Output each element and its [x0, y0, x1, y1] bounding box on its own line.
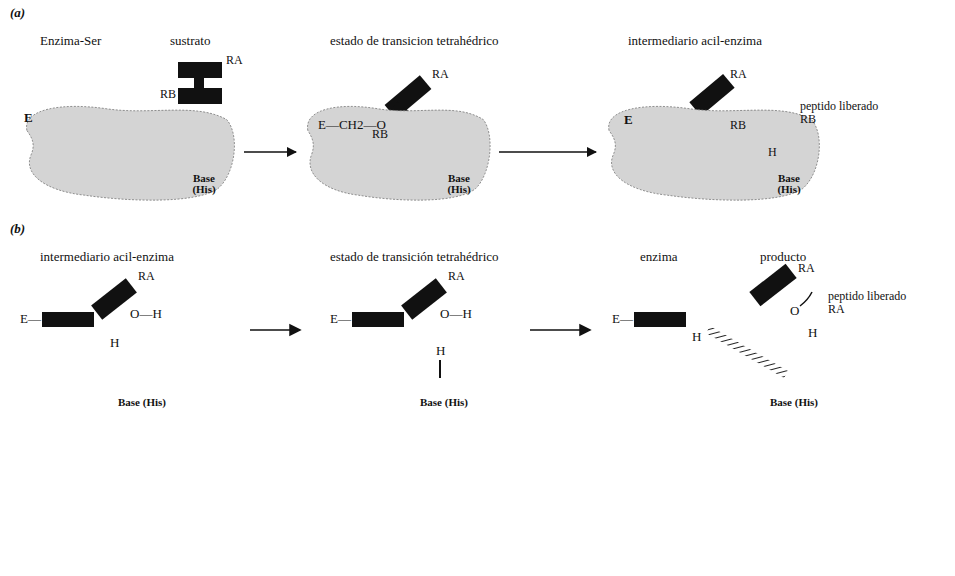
diagram-label: E— [612, 312, 633, 326]
diagram-label: O—H [440, 307, 472, 321]
diagram-label: RA [730, 68, 747, 81]
substrate [178, 62, 222, 104]
diagram-label: H [768, 146, 777, 159]
diagram-label: H [436, 344, 445, 358]
diagram-label: E [624, 113, 633, 127]
diagram-label: RA [432, 68, 449, 81]
diagram-label: RB [160, 88, 176, 101]
reaction-arrow [244, 151, 296, 153]
diagram-label: H [110, 336, 119, 350]
diagram-label: O—H [130, 307, 162, 321]
diagram-label: intermediario acil-enzima [628, 34, 762, 48]
acyl-enzyme [42, 278, 137, 327]
enzyme-blob: Base (His) [300, 98, 495, 206]
diagram-label: E— [20, 312, 41, 326]
diagram-label: (b) [10, 222, 25, 236]
reaction-arrow [250, 325, 590, 335]
diagram-label: peptido liberado RB [800, 100, 880, 126]
enzyme-blob: Base (His) [18, 98, 240, 206]
diagram-label: Base (His) [118, 396, 166, 408]
diagram-label: estado de transicion tetrahédrico [330, 34, 499, 48]
diagram-label: RB [730, 119, 746, 132]
diagram-label: estado de transición tetrahédrico [330, 250, 499, 264]
diagram-label: RB [372, 128, 388, 141]
diagram-label: O [790, 304, 799, 318]
base-label: Base (His) [767, 173, 811, 196]
diagram-label: intermediario acil-enzima [40, 250, 174, 264]
diagram-label: Enzima-Ser [40, 34, 101, 48]
diagram-label: E— [330, 312, 351, 326]
reaction-arrow [499, 151, 596, 153]
diagram-label: H [692, 330, 701, 344]
diagram-label: Base (His) [420, 396, 468, 408]
diagram-label: H [808, 326, 817, 340]
diagram-label: E [24, 111, 33, 125]
diagram-label: RA [798, 262, 815, 275]
base-label: Base (His) [182, 173, 226, 196]
diagram-label: (a) [10, 6, 25, 20]
diagram-label: peptido liberado RA [828, 290, 908, 316]
diagram-label: sustrato [170, 34, 210, 48]
diagram-label: enzima [640, 250, 678, 264]
diagram-label: RA [226, 54, 243, 67]
tetrahedral-complex [352, 278, 447, 378]
base-label: Base (His) [437, 173, 481, 196]
diagram-label: RA [448, 270, 465, 283]
diagram-label: Base (His) [770, 396, 818, 408]
free-enzyme [634, 264, 812, 378]
diagram-label: RA [138, 270, 155, 283]
enzyme-blob: Base (His) [600, 98, 825, 206]
